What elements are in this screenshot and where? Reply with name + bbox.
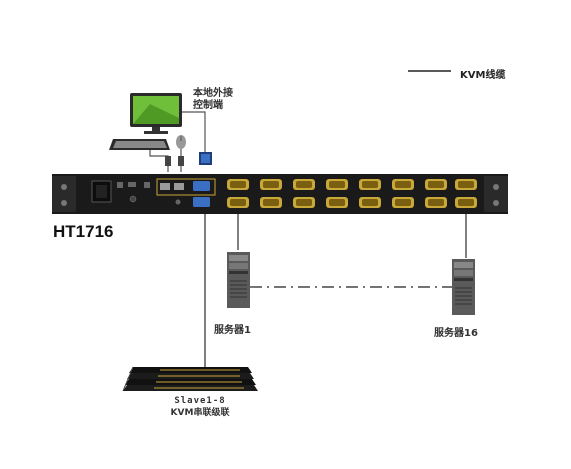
server-port	[455, 197, 477, 208]
server-port	[260, 179, 282, 190]
server-port	[293, 179, 315, 190]
vga-connector-icon	[199, 152, 212, 165]
server-tower-icon	[227, 252, 250, 308]
server-port	[326, 179, 348, 190]
cascade-label: Slave1-8 KVM串联级联	[145, 395, 255, 419]
console-label: 本地外接 控制端	[193, 88, 233, 112]
server-port	[425, 179, 447, 190]
server-port	[326, 197, 348, 208]
console-label-line2: 控制端	[193, 100, 223, 111]
server-port	[392, 179, 414, 190]
cascade-label-line2: KVM串联级联	[170, 408, 230, 418]
server-port-grid	[227, 179, 477, 208]
server-port	[293, 197, 315, 208]
server-tower-icon	[452, 259, 475, 315]
server-port	[455, 179, 477, 190]
keyboard-icon	[109, 139, 170, 150]
server-port	[227, 197, 249, 208]
monitor-cable	[182, 111, 206, 152]
monitor-icon	[130, 93, 182, 134]
cascade-label-line1: Slave1-8	[174, 396, 226, 406]
server-port	[425, 197, 447, 208]
server-port	[359, 197, 381, 208]
server1-label: 服务器1	[214, 325, 251, 336]
server-port	[359, 179, 381, 190]
mouse-icon	[176, 135, 186, 149]
console-label-line1: 本地外接	[193, 88, 233, 99]
legend-label: KVM线缆	[460, 70, 506, 81]
device-model: HT1716	[53, 222, 114, 241]
server-port	[227, 179, 249, 190]
server-port	[392, 197, 414, 208]
ps2-plug	[165, 156, 171, 166]
server16-label: 服务器16	[434, 328, 478, 339]
slave-kvm-stack	[122, 366, 258, 392]
server-port	[260, 197, 282, 208]
ps2-plug	[178, 156, 184, 166]
